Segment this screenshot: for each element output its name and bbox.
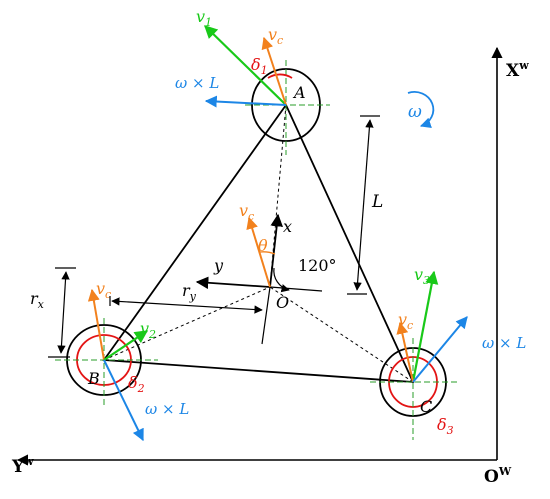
v1-label: v1 <box>196 7 212 29</box>
v2-arrow <box>103 330 149 361</box>
y-axis-label: y <box>213 256 224 275</box>
vc-arrow-b <box>87 288 105 361</box>
delta2-label: δ2 <box>128 373 145 395</box>
rotation-indicator: ω <box>407 91 435 128</box>
wl-label-c: ω × L <box>482 334 526 352</box>
vc-label-a: vc <box>268 25 283 47</box>
delta1-arc <box>267 73 293 79</box>
delta3-label: δ3 <box>437 415 454 437</box>
wheel-a: v1 vc δ1 ω × L A <box>175 7 330 155</box>
dimension-L: L <box>347 115 383 295</box>
wl-arrow-c <box>412 316 468 383</box>
point-a-label: A <box>292 83 306 102</box>
rx-label: rx <box>30 289 45 311</box>
v1-arrow <box>204 25 287 106</box>
vc-label-center: vc <box>239 201 254 223</box>
omega-label: ω <box>408 102 422 122</box>
vc-label-c: vc <box>398 310 413 332</box>
wheel-b: vc v2 δ2 ω × L B <box>55 279 189 442</box>
dimension-rx: rx <box>30 267 76 358</box>
wl-label-b: ω × L <box>145 400 189 418</box>
delta1-label: δ1 <box>251 55 268 77</box>
point-b-label: B <box>87 369 100 388</box>
wl-label-a: ω × L <box>175 74 219 92</box>
angle-label: 120° <box>298 256 337 275</box>
wheel-c: v3 vc ω × L δ3 C <box>370 265 526 440</box>
x-axis-arrow <box>269 213 284 288</box>
world-frame: Xw Yw OW <box>11 46 529 487</box>
vc-label-b: vc <box>96 279 111 301</box>
vc-arrow-c <box>396 321 414 383</box>
yw-label: Yw <box>11 455 34 477</box>
origin-label: O <box>276 293 289 312</box>
dimension-ry: ry <box>109 281 263 314</box>
L-label: L <box>371 192 383 212</box>
wl-arrow-b <box>103 359 144 442</box>
angle-120-arc <box>273 267 290 293</box>
vc-arrow-a <box>261 36 287 106</box>
body-frame: x y O θ 120° vc <box>195 201 337 345</box>
ry-label: ry <box>182 281 197 303</box>
y-axis-arrow <box>195 276 271 290</box>
v3-label: v3 <box>414 265 430 287</box>
xw-label: Xw <box>506 59 529 81</box>
theta-arc <box>259 251 276 255</box>
theta-label: θ <box>258 236 268 255</box>
vc-arrow-center <box>246 216 271 288</box>
wl-arrow-a <box>204 95 287 108</box>
v2-label: v2 <box>140 319 156 341</box>
v3-arrow <box>411 270 439 383</box>
ow-label: OW <box>484 465 512 487</box>
x-axis-label: x <box>283 217 292 236</box>
point-c-label: C <box>420 397 432 416</box>
